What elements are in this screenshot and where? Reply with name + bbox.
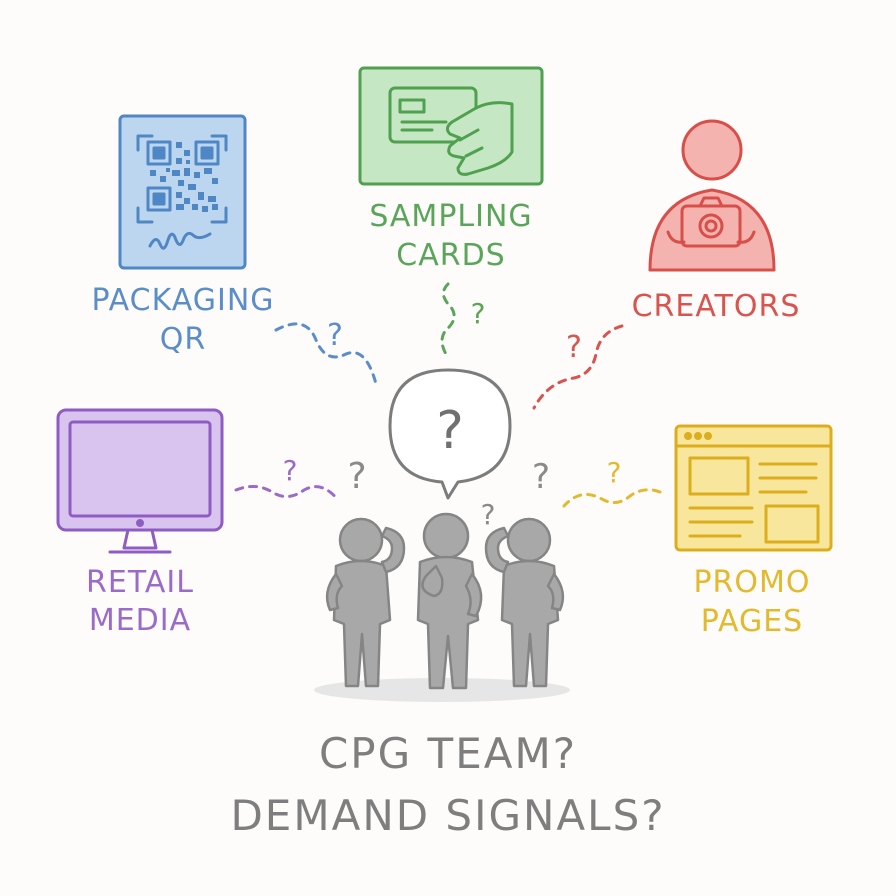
sampling-label-line-2: CARDS (396, 238, 505, 273)
monitor-icon (56, 408, 224, 554)
title-line-1: CPG TEAM? (318, 729, 577, 778)
figure-right (484, 517, 565, 688)
packaging-label-line-2: QR (160, 322, 206, 357)
figure-center-question-mark: ? (481, 498, 496, 531)
creators-label: CREATORS (632, 289, 801, 324)
sampling-question-mark: ? (471, 297, 486, 330)
creators-connector (532, 324, 624, 410)
packaging-connector (274, 322, 378, 386)
retail-label-line-1: RETAIL (86, 565, 194, 600)
bubble-question-mark: ? (436, 401, 464, 461)
promo-connector (562, 488, 662, 508)
packaging-question-mark: ? (327, 318, 343, 353)
card-in-hand-icon (358, 66, 544, 186)
qr-code-icon (118, 114, 247, 270)
figure-center (416, 512, 483, 690)
promo-question-mark: ? (607, 456, 622, 489)
figure-right-question-mark: ? (532, 457, 550, 497)
speech-bubble (388, 368, 512, 500)
retail-label-line-2: MEDIA (89, 603, 191, 638)
creators-question-mark: ? (566, 330, 582, 365)
title-line-2: DEMAND SIGNALS? (230, 791, 666, 840)
retail-question-mark: ? (283, 454, 298, 487)
retail-connector (234, 485, 340, 502)
figure-left (325, 517, 406, 688)
promo-label-line-1: PROMO (693, 565, 810, 600)
creator-camera-icon (648, 119, 776, 272)
figure-left-question-mark: ? (347, 456, 366, 497)
promo-label-line-2: PAGES (701, 604, 803, 639)
packaging-label-line-1: PACKAGING (91, 283, 274, 318)
sampling-connector (440, 282, 456, 356)
web-page-icon (674, 424, 833, 552)
sampling-label-line-1: SAMPLING (369, 199, 532, 234)
diagram-title: CPG TEAM? DEMAND SIGNALS? (0, 726, 896, 844)
